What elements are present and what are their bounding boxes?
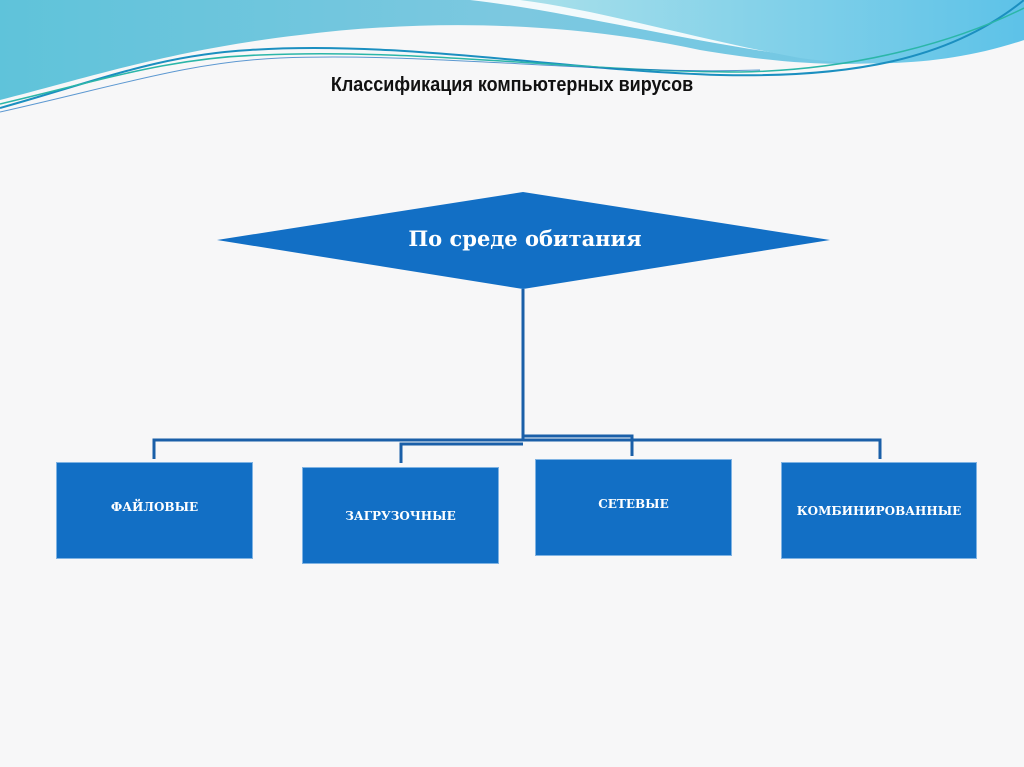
header-wave-light [520, 0, 1024, 64]
connector-boot [399, 442, 523, 463]
category-label: ЗАГРУЗОЧНЫЕ [345, 508, 456, 523]
category-box-combined: КОМБИНИРОВАННЫЕ [781, 462, 977, 559]
connector-network [523, 434, 634, 456]
header-swoosh-line [0, 56, 761, 113]
category-box-file: ФАЙЛОВЫЕ [56, 462, 253, 559]
header-swoosh-line [0, 0, 1024, 109]
category-box-network: СЕТЕВЫЕ [535, 459, 732, 556]
connector-lines [152, 289, 882, 463]
root-label: По среде обитания [408, 226, 642, 251]
category-label: СЕТЕВЫЕ [598, 496, 669, 511]
connector-outer-bracket [152, 438, 882, 459]
category-label: КОМБИНИРОВАННЫЕ [796, 503, 962, 518]
slide-title: Классификация компьютерных вирусов [330, 74, 694, 96]
root-diamond [217, 192, 830, 289]
header-swoosh-line [0, 7, 1024, 105]
category-box-boot: ЗАГРУЗОЧНЫЕ [302, 467, 499, 564]
category-label: ФАЙЛОВЫЕ [110, 499, 199, 514]
